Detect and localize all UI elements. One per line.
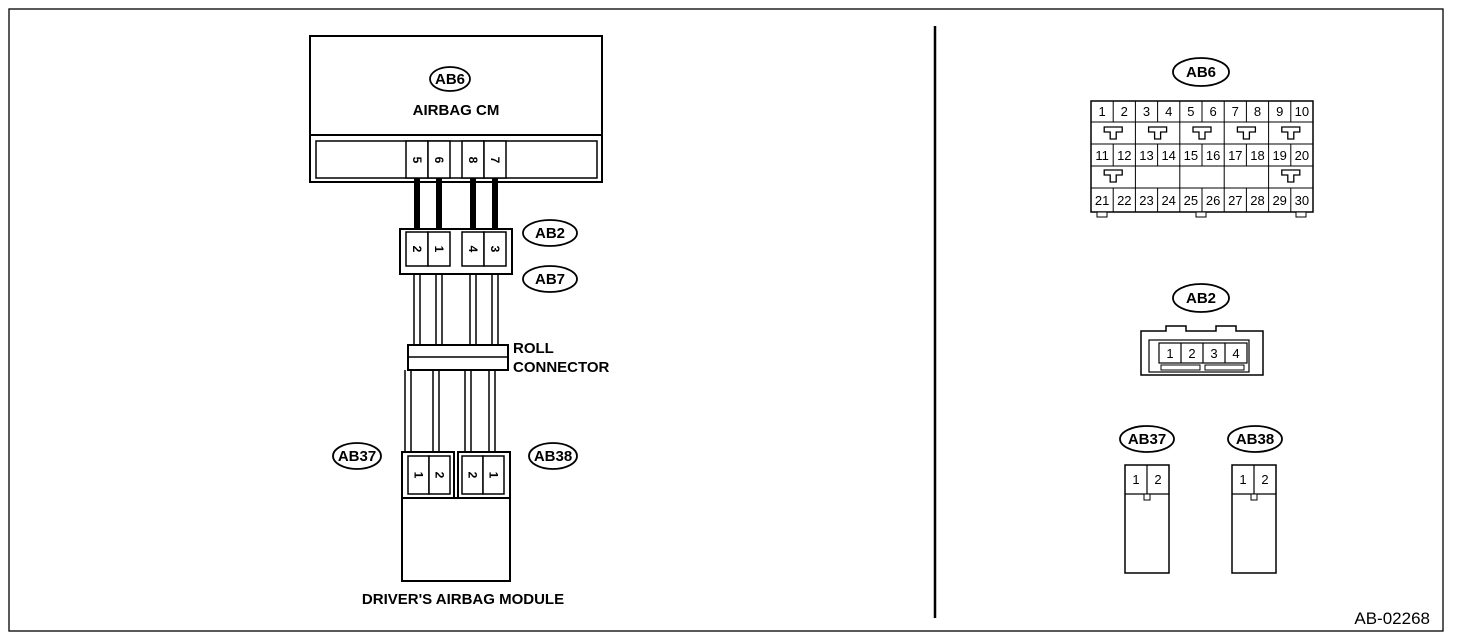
- ab6-face-pin-10: 10: [1295, 104, 1309, 119]
- ab6-face-pin-12: 12: [1117, 148, 1131, 163]
- ab6-face-pin-14: 14: [1161, 148, 1175, 163]
- cm-terminal-7: 7: [488, 157, 502, 164]
- ab37-pin-2: 2: [433, 472, 447, 479]
- ab37-face-pin-1: 1: [1132, 472, 1139, 487]
- ab6-face-pin-29: 29: [1272, 193, 1286, 208]
- ab6-face-pin-5: 5: [1187, 104, 1194, 119]
- ab6-face-pin-6: 6: [1209, 104, 1216, 119]
- ab38-pin-2: 2: [466, 472, 480, 479]
- ab2-face-pin-1: 1: [1166, 346, 1173, 361]
- ab6-key-tab: [1281, 169, 1301, 183]
- ab6-face-pin-22: 22: [1117, 193, 1131, 208]
- ab6-key-tab: [1236, 126, 1257, 140]
- ab6-face-pin-27: 27: [1228, 193, 1242, 208]
- ab6-face-pin-9: 9: [1276, 104, 1283, 119]
- ab6-key-tab: [1103, 126, 1123, 140]
- ab2-face-pin-2: 2: [1188, 346, 1195, 361]
- inter-pin-2: 2: [410, 246, 424, 253]
- ab6-face-pin-26: 26: [1206, 193, 1220, 208]
- cm-terminals: 5 6 8 7: [405, 140, 507, 179]
- airbag-cm-label: AIRBAG CM: [413, 102, 500, 119]
- ab37-label: AB37: [338, 448, 376, 465]
- ab6-key-tab: [1281, 126, 1301, 140]
- cm-terminal-5: 5: [410, 157, 424, 164]
- ab37-pin-1: 1: [412, 472, 426, 479]
- ab37-face: AB37 1 2: [1119, 425, 1175, 574]
- ab6-face-pin-20: 20: [1295, 148, 1309, 163]
- roll-label-line2: CONNECTOR: [513, 359, 610, 376]
- ab6-face-pin-25: 25: [1184, 193, 1198, 208]
- driver-airbag-module: DRIVER'S AIRBAG MODULE: [362, 497, 564, 608]
- inter-pin-3: 3: [488, 246, 502, 253]
- thick-wires: [414, 178, 498, 230]
- ab38-pin-1: 1: [487, 472, 501, 479]
- ab6-face-pin-24: 24: [1161, 193, 1175, 208]
- ab6-face-pin-15: 15: [1184, 148, 1198, 163]
- ab6-face-pin-4: 4: [1165, 104, 1172, 119]
- ab6-face-pin-19: 19: [1272, 148, 1286, 163]
- ab6-face-pin-30: 30: [1295, 193, 1309, 208]
- roll-connector: ROLL CONNECTOR: [407, 340, 610, 376]
- ab7-label: AB7: [535, 271, 565, 288]
- double-wires: [404, 274, 499, 455]
- ab6-face-pin-3: 3: [1143, 104, 1150, 119]
- ab6-face-pin-21: 21: [1095, 193, 1109, 208]
- ab38-label: AB38: [534, 448, 572, 465]
- ab38-face: AB38 1 2: [1227, 425, 1283, 574]
- ab6-key-tab: [1103, 169, 1123, 183]
- ab2-face-pin-4: 4: [1232, 346, 1239, 361]
- ab6-label: AB6: [435, 71, 465, 88]
- ab6-face-pin-2: 2: [1121, 104, 1128, 119]
- ab2-face: AB2 1 2 3 4: [1140, 283, 1264, 376]
- ab38-face-label: AB38: [1236, 431, 1274, 448]
- ab6-face-pin-11: 11: [1095, 148, 1109, 163]
- ab6-face-pin-13: 13: [1139, 148, 1153, 163]
- ab2-face-pin-3: 3: [1210, 346, 1217, 361]
- ab6-face-pin-23: 23: [1139, 193, 1153, 208]
- ab2-face-label: AB2: [1186, 290, 1216, 307]
- ab6-face-label: AB6: [1186, 64, 1216, 81]
- module-label: DRIVER'S AIRBAG MODULE: [362, 591, 564, 608]
- inter-pin-1: 1: [432, 246, 446, 253]
- ab37-face-pin-2: 2: [1154, 472, 1161, 487]
- outer-frame: [8, 8, 1444, 632]
- airbag-cm-unit: AB6 AIRBAG CM: [309, 35, 603, 183]
- cm-terminal-8: 8: [466, 157, 480, 164]
- ab37-face-label: AB37: [1128, 431, 1166, 448]
- inter-pin-4: 4: [466, 246, 480, 253]
- ab6-key-tab: [1147, 126, 1168, 140]
- ab38-face-pin-1: 1: [1239, 472, 1246, 487]
- ab6-face-pin-8: 8: [1254, 104, 1261, 119]
- ab6-face-pin-18: 18: [1250, 148, 1264, 163]
- figure-id: AB-02268: [1354, 609, 1430, 628]
- ab6-face-pin-28: 28: [1250, 193, 1264, 208]
- ab6-face-pin-16: 16: [1206, 148, 1220, 163]
- ab6-face-pin-1: 1: [1098, 104, 1105, 119]
- ab6-oval: [429, 66, 471, 92]
- ab2-label: AB2: [535, 225, 565, 242]
- ab6-face-pin-7: 7: [1232, 104, 1239, 119]
- ab38-face-pin-2: 2: [1261, 472, 1268, 487]
- intermediate-connector: 2 1 4 3 AB2 AB7: [399, 219, 578, 293]
- module-connectors: 1 2 2 1 AB37 AB38: [332, 442, 578, 499]
- roll-label-line1: ROLL: [513, 340, 554, 357]
- ab6-face-pin-17: 17: [1228, 148, 1242, 163]
- ab6-key-tab: [1192, 126, 1212, 140]
- cm-terminal-6: 6: [432, 157, 446, 164]
